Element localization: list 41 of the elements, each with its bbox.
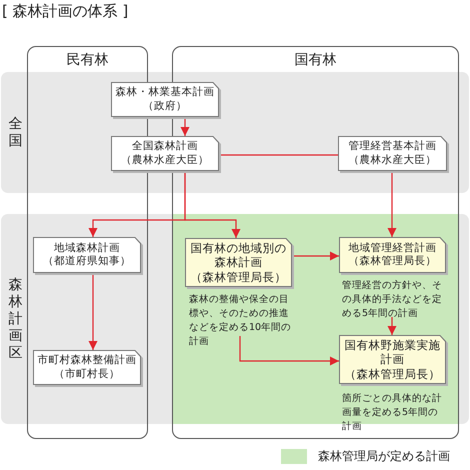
plan-box [33, 237, 141, 273]
description-text: 箇所ごとの具体的な計画量を定める5年間の計画 [342, 392, 443, 434]
column-heading: 民有林 [66, 51, 110, 69]
plan-name: 森林・林業基本計画 [116, 86, 214, 100]
plan-box [111, 82, 219, 117]
arrow [292, 252, 339, 260]
plan-name: 全国森林計画 [132, 140, 198, 154]
arrow [184, 171, 240, 238]
legend-label: 森林管理局が定める計画 [318, 448, 450, 465]
arrow [239, 336, 339, 366]
plan-author: （政府） [143, 100, 187, 113]
plan-author: （市町村長） [54, 368, 120, 381]
arrow [388, 171, 396, 237]
arrow [180, 117, 190, 136]
plan-name: 国有林野施業実施計画 [344, 338, 442, 367]
plan-box [33, 350, 141, 385]
plan-name: 市町村森林整備計画 [38, 354, 136, 368]
plan-box [339, 335, 446, 384]
description-text: 管理経営の方針や、その具体的手法などを定める5年間の計画 [342, 279, 443, 321]
plan-box [338, 136, 447, 171]
column-heading: 国有林 [294, 51, 338, 69]
diagram-title: [ 森林計画の体系 ] [2, 2, 128, 20]
band-label: 全国 [8, 116, 23, 150]
plan-author: （森林管理局長） [344, 366, 440, 382]
plan-author: （森林管理局長） [190, 270, 286, 284]
arrow [388, 317, 396, 335]
plan-name: 国有林の地域別の森林計画 [190, 240, 288, 270]
arrow [88, 273, 98, 350]
plan-box [185, 238, 292, 287]
plan-author: （森林管理局長） [348, 255, 436, 268]
plan-name: 管理経営基本計画 [348, 140, 436, 154]
plan-author: （都道府県知事） [43, 255, 131, 268]
plan-box [339, 237, 446, 273]
connector-line [219, 154, 338, 156]
plan-name: 地域森林計画 [54, 242, 120, 255]
plan-box [111, 136, 219, 171]
plan-author: （農林水産大臣） [121, 154, 209, 167]
band-label: 森林計画区 [8, 276, 23, 362]
plan-name: 地域管理経営計画 [348, 242, 436, 255]
description-text: 森林の整備や保全の目標や、そのための推進などを定める10年間の計画 [189, 293, 292, 349]
plan-author: （農林水産大臣） [348, 154, 436, 167]
